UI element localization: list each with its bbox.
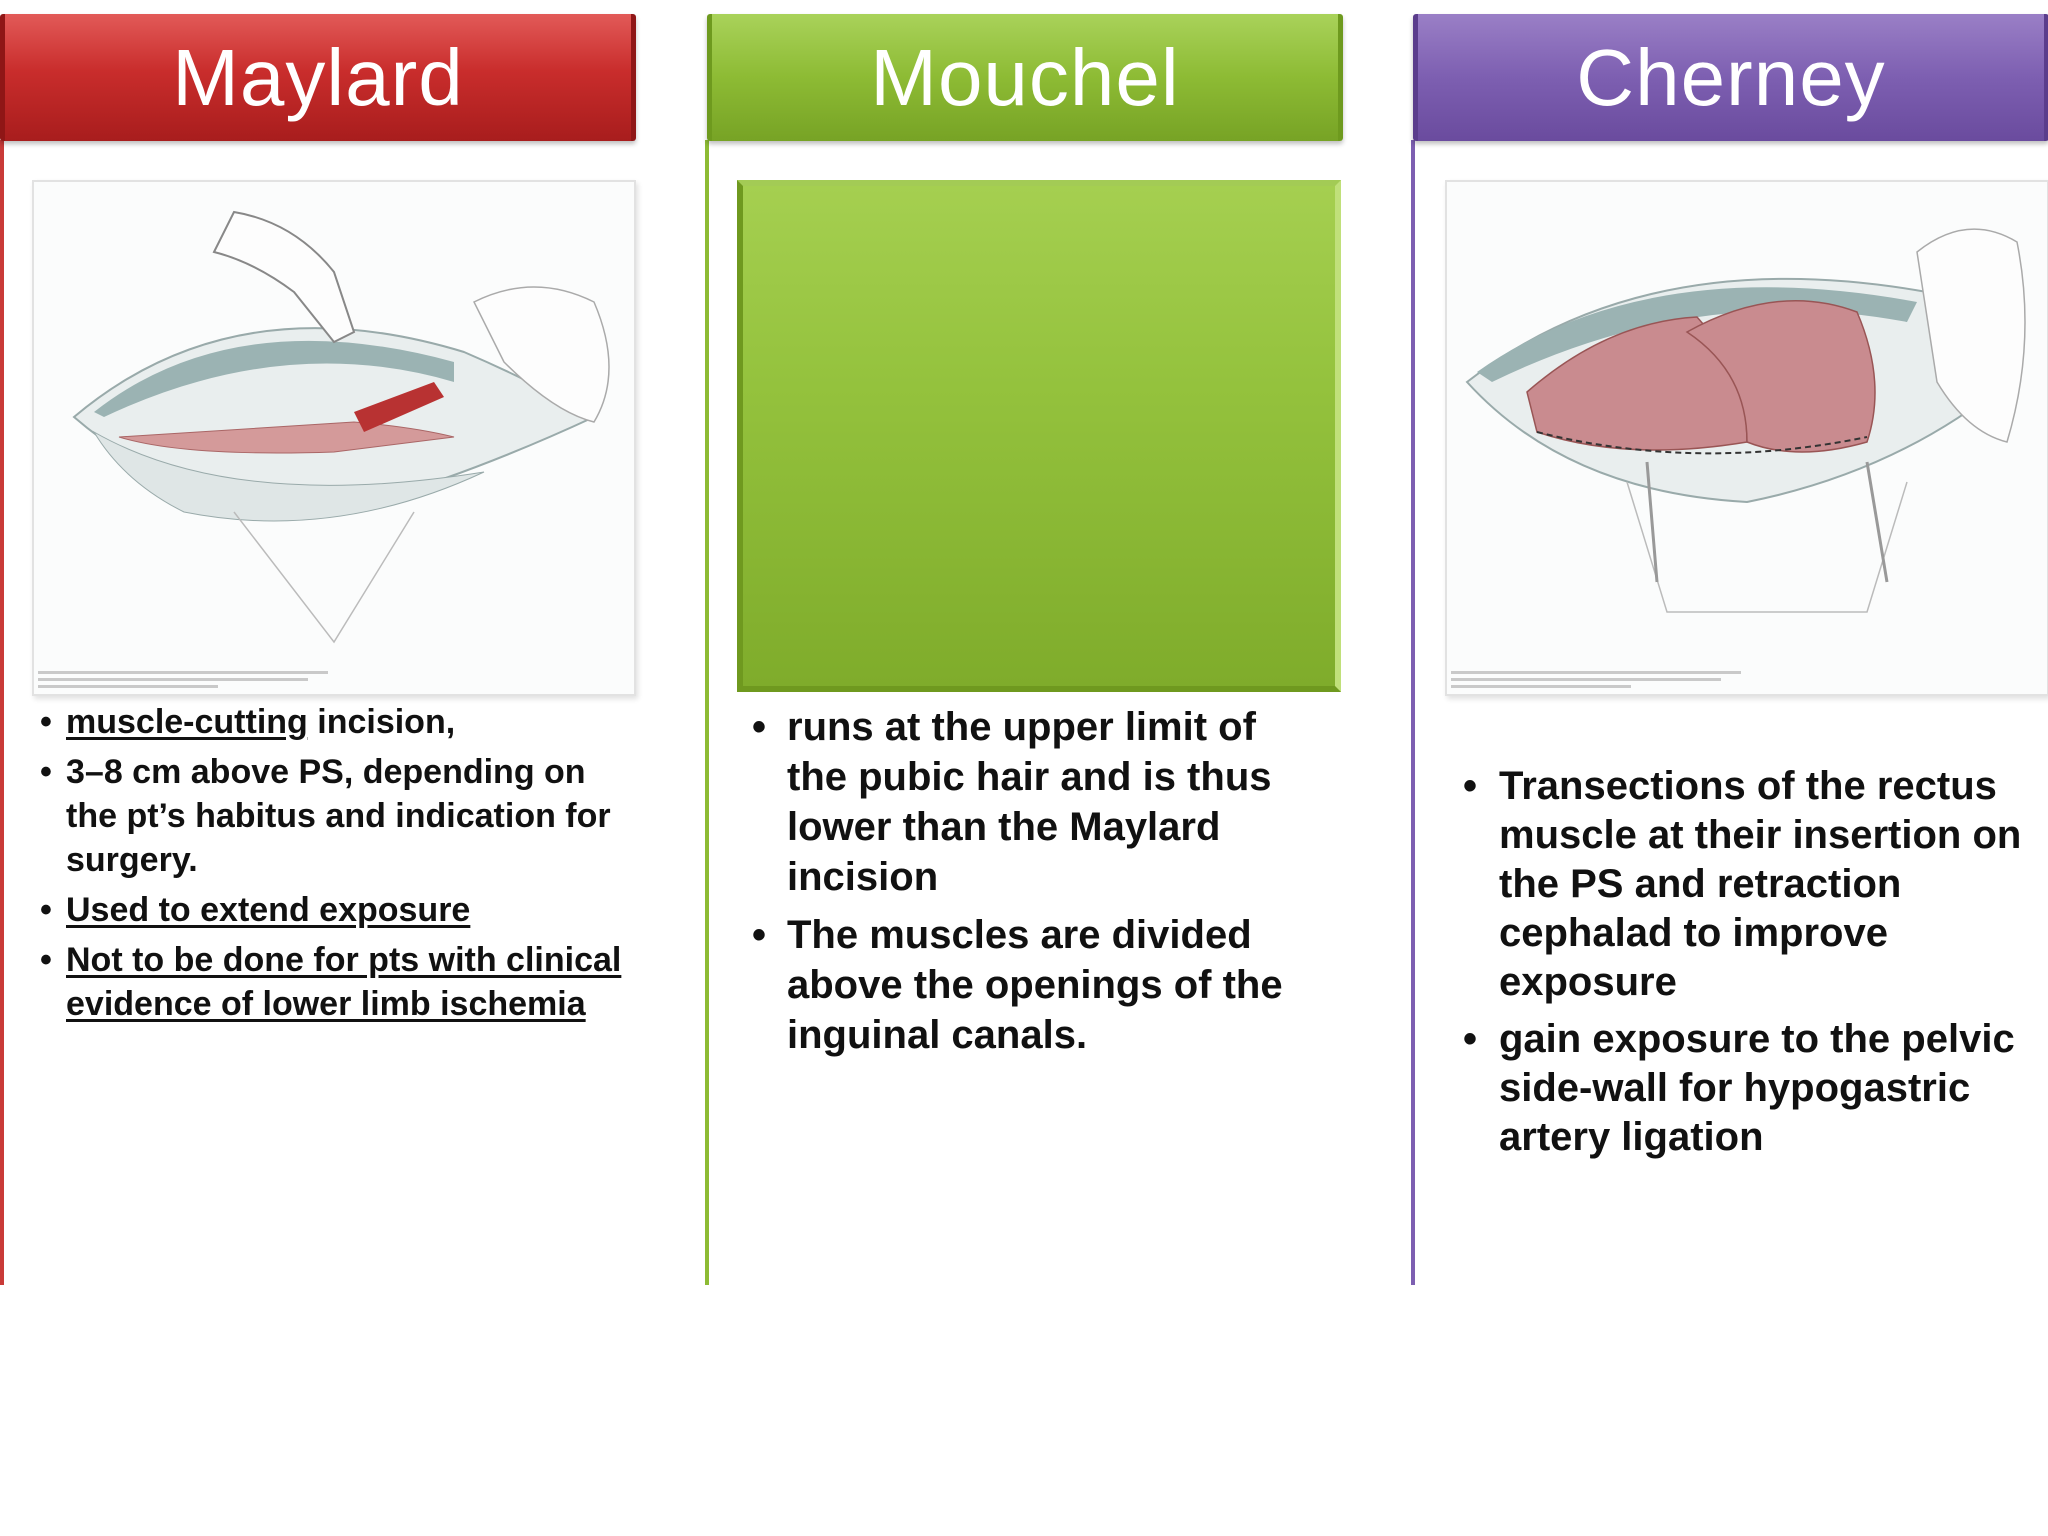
list-item: gain exposure to the pelvic side-wall fo… <box>1463 1015 2043 1162</box>
maylard-bullet-list: muscle-cutting incision, 3–8 cm above PS… <box>40 700 640 1032</box>
list-item: 3–8 cm above PS, depending on the pt’s h… <box>40 750 640 882</box>
cherney-bullet-list: Transections of the rectus muscle at the… <box>1463 762 2043 1170</box>
maylard-incision-drawing <box>72 210 610 644</box>
mouchel-image-placeholder <box>737 180 1341 692</box>
mouchel-bullet-list: runs at the upper limit of the pubic hai… <box>752 702 1312 1068</box>
list-item: muscle-cutting incision, <box>40 700 640 744</box>
maylard-illustration <box>32 180 636 696</box>
cherney-image-caption <box>1451 667 1751 688</box>
cherney-illustration <box>1445 180 2048 696</box>
mouchel-header: Mouchel <box>707 14 1343 141</box>
mouchel-title: Mouchel <box>870 32 1180 122</box>
cherney-header: Cherney <box>1413 14 2048 141</box>
list-item: runs at the upper limit of the pubic hai… <box>752 702 1312 902</box>
list-item: Used to extend exposure <box>40 888 640 932</box>
cherney-title: Cherney <box>1576 32 1886 122</box>
cherney-column-line <box>1411 140 1415 1285</box>
maylard-title: Maylard <box>172 32 464 122</box>
list-item: The muscles are divided above the openin… <box>752 910 1312 1060</box>
mouchel-column-line <box>705 140 709 1285</box>
cherney-incision-drawing <box>1465 228 2026 613</box>
list-item: Not to be done for pts with clinical evi… <box>40 938 640 1026</box>
maylard-column-line <box>0 140 4 1285</box>
list-item: Transections of the rectus muscle at the… <box>1463 762 2043 1007</box>
maylard-image-caption <box>38 667 338 688</box>
maylard-header: Maylard <box>0 14 636 141</box>
